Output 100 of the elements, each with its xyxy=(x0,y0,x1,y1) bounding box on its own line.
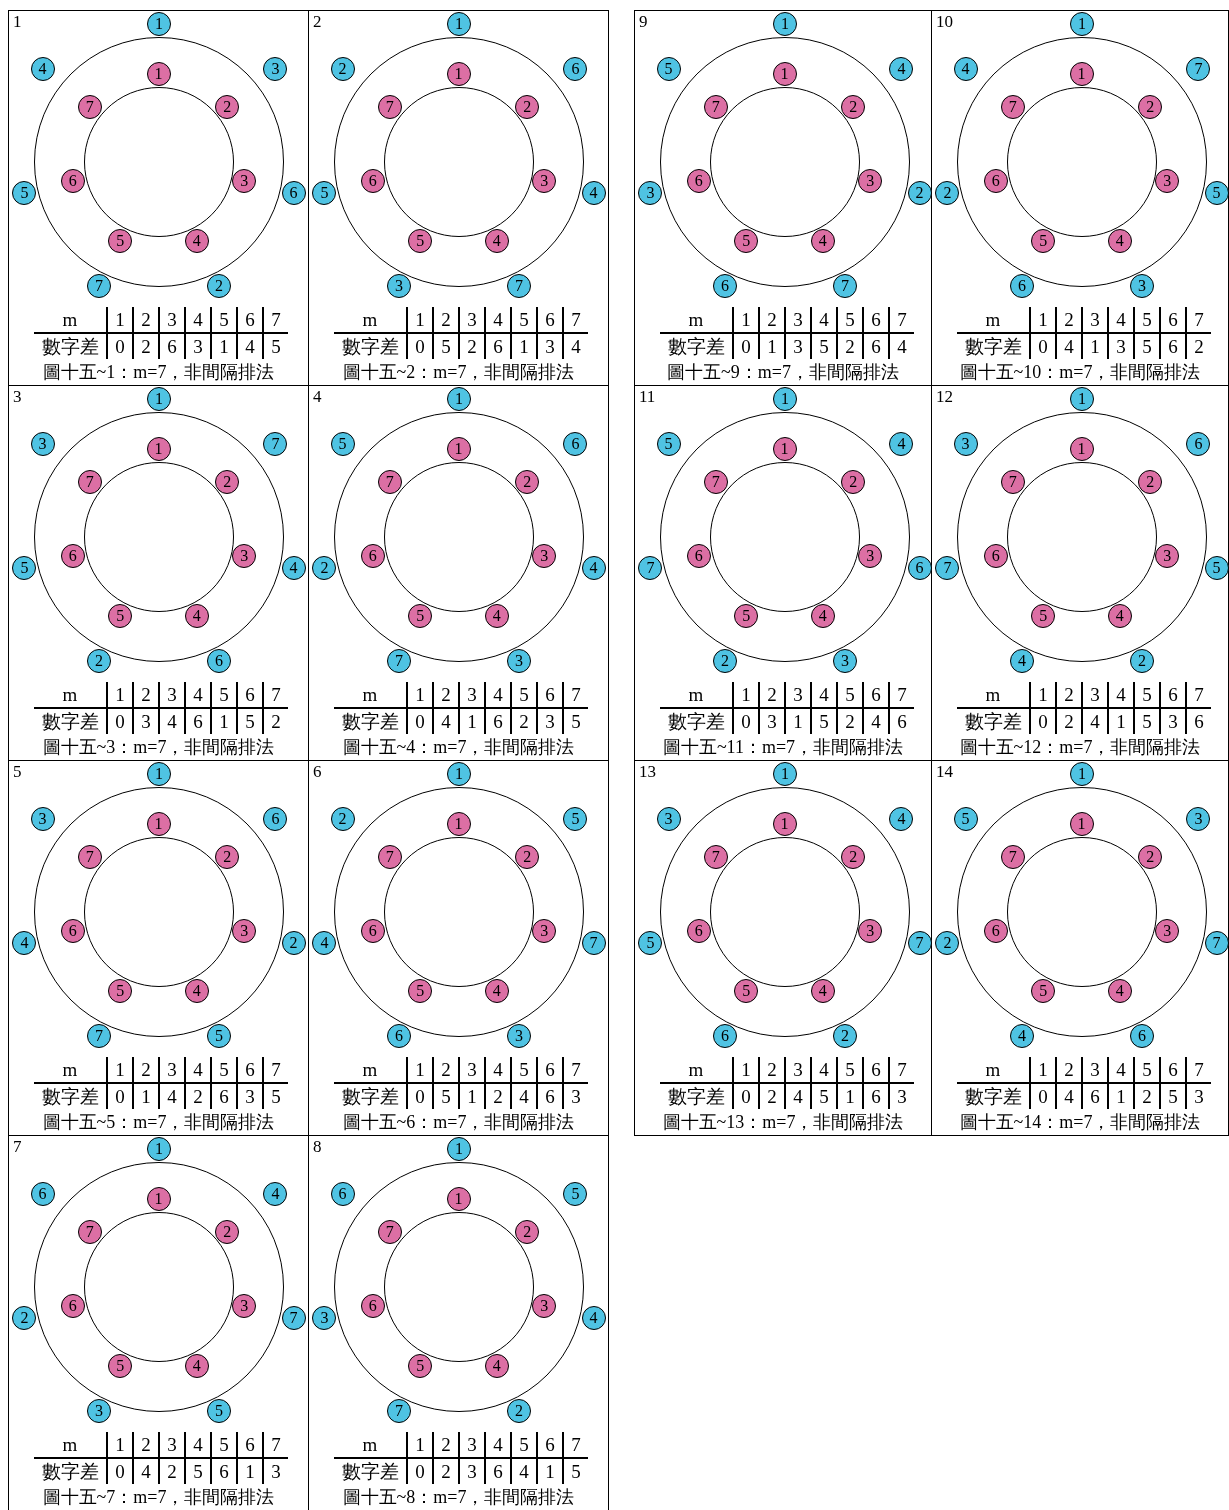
table-cell: 4 xyxy=(1108,1057,1134,1083)
table-cell: 4 xyxy=(185,1057,211,1083)
table-cell: 2 xyxy=(133,1432,159,1458)
table-cell: 0 xyxy=(107,1083,133,1109)
figure-caption: 圖十五~7：m=7，非間隔排法 xyxy=(41,1486,276,1509)
number-circle: 5 xyxy=(563,807,588,832)
number-circle: 6 xyxy=(713,274,738,299)
table-cell: 5 xyxy=(837,307,863,333)
number-circle: 3 xyxy=(506,649,531,674)
table-cell: 3 xyxy=(159,682,185,708)
table-cell: 5 xyxy=(211,1057,237,1083)
figure-panel xyxy=(8,1135,309,1510)
panel-number: 2 xyxy=(313,12,322,32)
table-cell: 5 xyxy=(1134,1057,1160,1083)
number-circle: 7 xyxy=(638,555,663,580)
table-cell: 7 xyxy=(563,1432,588,1458)
table-cell: 4 xyxy=(185,682,211,708)
table-cell: 1 xyxy=(733,307,759,333)
table-cell: 5 xyxy=(211,682,237,708)
number-circle: 1 xyxy=(447,387,471,411)
number-circle: 1 xyxy=(447,762,471,786)
number-circle: 6 xyxy=(60,919,85,944)
panel-number: 14 xyxy=(936,762,953,782)
table-cell: 1 xyxy=(107,1057,133,1083)
number-circle: 6 xyxy=(281,180,306,205)
table-cell: 1 xyxy=(407,1057,433,1083)
number-circle: 5 xyxy=(330,432,355,457)
table-cell: 1 xyxy=(133,1083,159,1109)
table-cell: 數字差 xyxy=(334,1458,407,1484)
number-circle: 1 xyxy=(773,12,797,36)
panel-number: 5 xyxy=(13,762,22,782)
number-circle: 7 xyxy=(581,930,606,955)
number-circle: 4 xyxy=(1107,228,1132,253)
number-circle: 6 xyxy=(686,919,711,944)
number-circle: 7 xyxy=(77,844,102,869)
figure-caption: 圖十五~14：m=7，非間隔排法 xyxy=(958,1111,1202,1134)
number-circle: 2 xyxy=(515,1219,540,1244)
table-cell: 7 xyxy=(263,682,288,708)
table-cell: 數字差 xyxy=(34,1083,107,1109)
number-circle: 6 xyxy=(686,169,711,194)
table-cell: 2 xyxy=(759,682,785,708)
number-circle: 2 xyxy=(935,180,960,205)
number-circle: 7 xyxy=(77,1219,102,1244)
number-circle: 2 xyxy=(215,1219,240,1244)
number-circle: 6 xyxy=(983,544,1008,569)
table-cell: 2 xyxy=(1134,1083,1160,1109)
number-circle: 2 xyxy=(281,930,306,955)
table-cell: 1 xyxy=(733,1057,759,1083)
table-cell: 6 xyxy=(485,1458,511,1484)
table-cell: 0 xyxy=(407,708,433,734)
number-circle: 3 xyxy=(532,544,557,569)
table-cell: 6 xyxy=(863,682,889,708)
number-circle: 3 xyxy=(263,57,288,82)
figure-caption: 圖十五~4：m=7，非間隔排法 xyxy=(341,736,576,759)
number-circle: 5 xyxy=(1031,603,1056,628)
table-cell: 5 xyxy=(511,1432,537,1458)
number-circle: 7 xyxy=(377,1219,402,1244)
table-cell: 4 xyxy=(889,333,914,359)
number-circle: 6 xyxy=(263,807,288,832)
number-circle: 4 xyxy=(484,978,509,1003)
number-circle: 3 xyxy=(506,1024,531,1049)
table-cell: m xyxy=(34,1432,107,1458)
number-circle: 3 xyxy=(232,169,257,194)
number-circle: 7 xyxy=(703,94,728,119)
number-circle: 1 xyxy=(446,61,471,86)
number-circle: 1 xyxy=(147,387,171,411)
number-circle: 4 xyxy=(184,228,209,253)
table-cell: 1 xyxy=(537,1458,563,1484)
table-cell: 2 xyxy=(1186,333,1211,359)
table-cell: m xyxy=(34,307,107,333)
number-circle: 2 xyxy=(841,94,866,119)
table-cell: 3 xyxy=(159,1432,185,1458)
table-cell: 2 xyxy=(185,1083,211,1109)
table-cell: 1 xyxy=(733,682,759,708)
number-circle: 7 xyxy=(387,1399,412,1424)
table-cell: 7 xyxy=(1186,1057,1211,1083)
table-cell: 5 xyxy=(263,333,288,359)
table-cell: 3 xyxy=(263,1458,288,1484)
table-cell: 6 xyxy=(863,333,889,359)
table-cell: 4 xyxy=(485,682,511,708)
table-cell: 5 xyxy=(1134,307,1160,333)
number-circle: 5 xyxy=(408,603,433,628)
number-circle: 6 xyxy=(686,544,711,569)
table-cell: 1 xyxy=(1030,307,1056,333)
table-cell: 4 xyxy=(485,307,511,333)
number-circle: 6 xyxy=(713,1024,738,1049)
table-cell: 3 xyxy=(459,682,485,708)
table-cell: 7 xyxy=(889,1057,914,1083)
number-circle: 3 xyxy=(232,1294,257,1319)
table-cell: 5 xyxy=(211,307,237,333)
number-circle: 1 xyxy=(446,1186,471,1211)
number-circle: 6 xyxy=(983,919,1008,944)
number-circle: 5 xyxy=(408,1353,433,1378)
number-circle: 2 xyxy=(515,469,540,494)
table-cell: 5 xyxy=(1134,708,1160,734)
table-cell: 數字差 xyxy=(660,333,733,359)
table-cell: 0 xyxy=(107,1458,133,1484)
figure-panel xyxy=(634,760,932,1136)
number-circle: 1 xyxy=(1069,61,1094,86)
table-cell: 5 xyxy=(811,333,837,359)
